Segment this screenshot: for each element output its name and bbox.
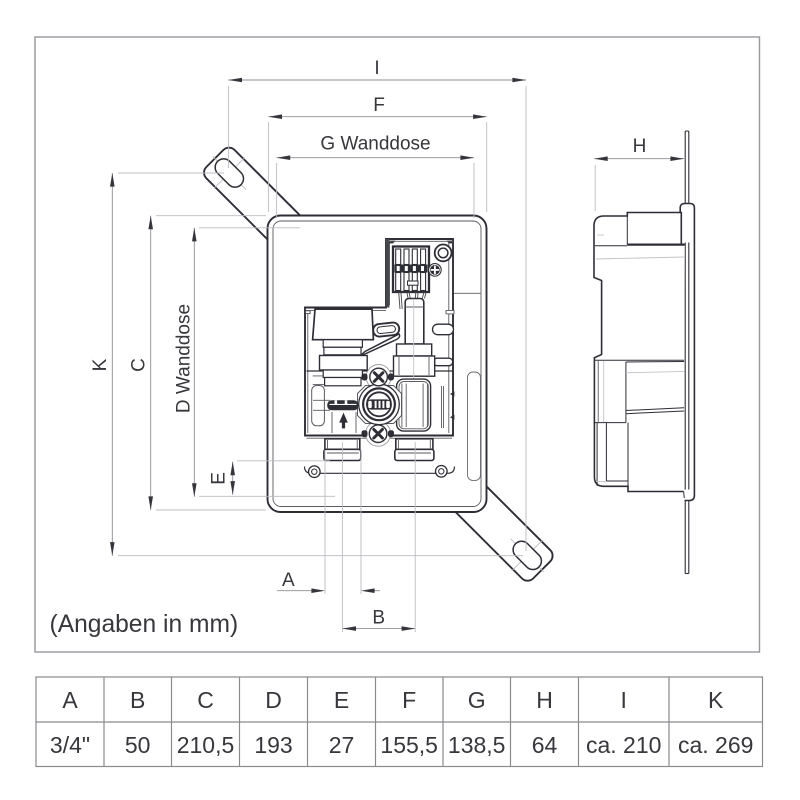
svg-text:D: D: [265, 687, 282, 713]
svg-text:A: A: [282, 570, 295, 591]
svg-text:F: F: [402, 687, 416, 713]
svg-text:B: B: [130, 687, 145, 713]
svg-text:ca. 210: ca. 210: [586, 732, 661, 758]
svg-text:155,5: 155,5: [380, 732, 438, 758]
svg-text:K: K: [90, 358, 111, 371]
svg-text:138,5: 138,5: [448, 732, 506, 758]
svg-text:193: 193: [254, 732, 292, 758]
svg-text:50: 50: [125, 732, 151, 758]
svg-text:27: 27: [329, 732, 355, 758]
svg-text:C: C: [197, 687, 214, 713]
svg-text:3/4": 3/4": [50, 732, 90, 758]
svg-text:210,5: 210,5: [177, 732, 235, 758]
svg-text:I: I: [374, 58, 379, 79]
svg-text:F: F: [373, 95, 385, 116]
svg-text:G: G: [468, 687, 486, 713]
svg-text:H: H: [633, 136, 647, 157]
svg-text:E: E: [208, 472, 229, 485]
svg-text:A: A: [62, 687, 78, 713]
svg-text:64: 64: [532, 732, 558, 758]
svg-text:E: E: [334, 687, 349, 713]
svg-text:C: C: [128, 358, 149, 372]
svg-text:(Angaben in mm): (Angaben in mm): [50, 611, 239, 638]
svg-text:B: B: [372, 608, 385, 629]
svg-text:K: K: [708, 687, 724, 713]
svg-text:D Wanddose: D Wanddose: [174, 304, 195, 413]
svg-text:H: H: [536, 687, 553, 713]
svg-text:I: I: [621, 687, 627, 713]
svg-text:ca. 269: ca. 269: [678, 732, 753, 758]
svg-text:G Wanddose: G Wanddose: [320, 134, 430, 155]
